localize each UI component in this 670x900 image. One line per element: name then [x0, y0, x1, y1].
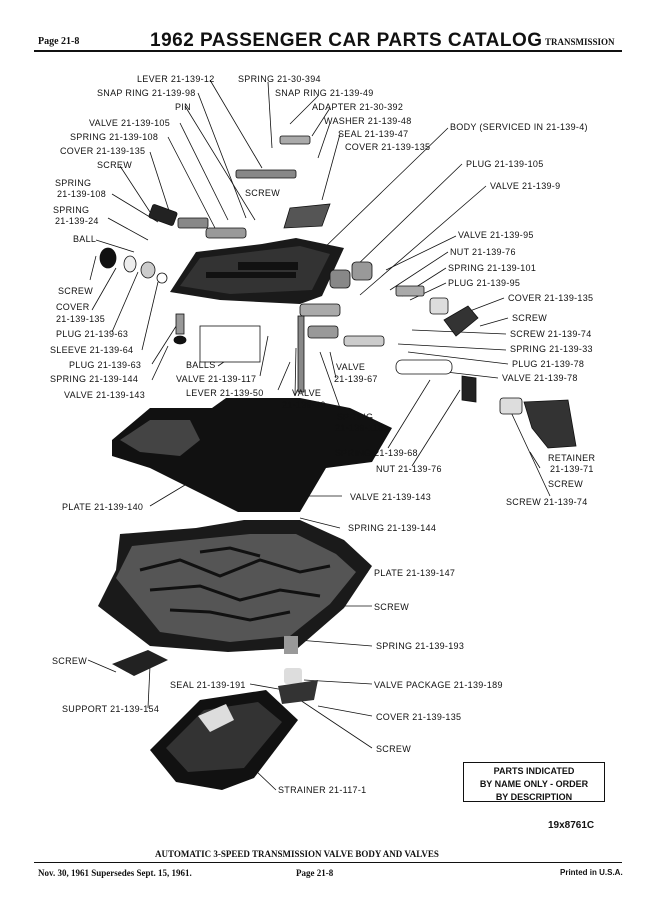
- label-valve-21-139-143-b: VALVE 21-139-143: [350, 492, 431, 502]
- label-valve-30-line2: 21-139-30: [282, 400, 326, 410]
- label-plug-21-139-95: PLUG 21-139-95: [448, 278, 520, 288]
- label-spring-21-139-68: SPRING 21-139-68: [335, 448, 418, 458]
- label-spring-21-139-144-b: SPRING 21-139-144: [348, 523, 436, 533]
- label-plate-21-139-140: PLATE 21-139-140: [62, 502, 143, 512]
- label-plug-21-139-78: PLUG 21-139-78: [512, 359, 584, 369]
- label-adapter-21-30-392: ADAPTER 21-30-392: [312, 102, 403, 112]
- cover-and-strainer: [112, 636, 318, 790]
- label-snap-ring-21-139-49: SNAP RING 21-139-49: [275, 88, 374, 98]
- label-seal-21-139-191: SEAL 21-139-191: [170, 680, 246, 690]
- label-lever-21-139-12: LEVER 21-139-12: [137, 74, 215, 84]
- label-balls: BALLS: [186, 360, 216, 370]
- label-plug-21-139-63-a: PLUG 21-139-63: [56, 329, 128, 339]
- label-ball: BALL: [73, 234, 96, 244]
- label-pin: PIN: [175, 102, 191, 112]
- figure-caption: AUTOMATIC 3-SPEED TRANSMISSION VALVE BOD…: [155, 849, 439, 859]
- label-cover-line1: COVER: [56, 302, 90, 312]
- label-snap-ring-21-139-98: SNAP RING 21-139-98: [97, 88, 196, 98]
- label-lever-21-139-50: LEVER 21-139-50: [186, 388, 264, 398]
- label-spring-21-139-33: SPRING 21-139-33: [510, 344, 593, 354]
- footer-date: Nov. 30, 1961 Supersedes Sept. 15, 1961.: [38, 868, 192, 878]
- label-body-serviced: BODY (SERVICED IN 21-139-4): [450, 122, 588, 132]
- label-screw-e: SCREW: [548, 479, 583, 489]
- lower-valve-body: [98, 520, 372, 652]
- small-parts: [99, 135, 577, 449]
- label-support-21-139-154: SUPPORT 21-139-154: [62, 704, 159, 714]
- label-spring-118-line2: 21-139-118: [335, 423, 383, 433]
- label-strainer-21-117-1: STRAINER 21-117-1: [278, 785, 366, 795]
- note-line-2: BY NAME ONLY - ORDER: [479, 779, 589, 789]
- label-plate-21-139-147: PLATE 21-139-147: [374, 568, 455, 578]
- label-plug-21-139-105: PLUG 21-139-105: [466, 159, 544, 169]
- catalog-title: 1962 PASSENGER CAR PARTS CATALOG: [150, 30, 543, 51]
- note-line-1: PARTS INDICATED: [493, 766, 575, 776]
- label-spring-21-139-193: SPRING 21-139-193: [376, 641, 464, 651]
- label-plug-21-139-63-b: PLUG 21-139-63: [69, 360, 141, 370]
- label-spring-21-139-144-a: SPRING 21-139-144: [50, 374, 138, 384]
- label-valve-package-21-139-189: VALVE PACKAGE 21-139-189: [374, 680, 503, 690]
- label-valve-67-line1: VALVE: [336, 362, 365, 372]
- label-screw-21-139-74-a: SCREW 21-139-74: [510, 329, 592, 339]
- footer-page: Page 21-8: [296, 868, 334, 878]
- label-spring-21-139-101: SPRING 21-139-101: [448, 263, 536, 273]
- leader-lines: [87, 79, 551, 791]
- label-spring-118-line1: SPRING: [337, 412, 373, 422]
- label-cover-21-139-135-a: COVER 21-139-135: [60, 146, 145, 156]
- label-valve-30-line1: VALVE: [292, 388, 321, 398]
- label-cover-21-139-135-b: COVER 21-139-135: [345, 142, 430, 152]
- label-nut-21-139-76-b: NUT 21-139-76: [376, 464, 442, 474]
- label-screw-c: SCREW: [58, 286, 93, 296]
- label-valve-21-139-143-a: VALVE 21-139-143: [64, 390, 145, 400]
- parts-note-box: PARTS INDICATED BY NAME ONLY - ORDER BY …: [463, 762, 605, 802]
- callout-labels: LEVER 21-139-12 SPRING 21-30-394 SNAP RI…: [50, 74, 595, 795]
- separator-plate: [112, 398, 392, 512]
- label-valve-21-139-78: VALVE 21-139-78: [502, 373, 578, 383]
- figure-number: 19x8761C: [548, 820, 595, 831]
- label-spring-108-line1: SPRING: [55, 178, 91, 188]
- label-screw-21-139-74-b: SCREW 21-139-74: [506, 497, 588, 507]
- label-spring-108-line2: 21-139-108: [57, 189, 106, 199]
- label-valve-21-139-9: VALVE 21-139-9: [490, 181, 560, 191]
- label-valve-21-139-105: VALVE 21-139-105: [89, 118, 170, 128]
- label-sleeve-21-139-64: SLEEVE 21-139-64: [50, 345, 133, 355]
- label-spring-21-139-108: SPRING 21-139-108: [70, 132, 158, 142]
- label-spring-24-line2: 21-139-24: [55, 216, 99, 226]
- label-seal-21-139-47: SEAL 21-139-47: [338, 129, 408, 139]
- label-screw-b: SCREW: [245, 188, 280, 198]
- label-screw-g: SCREW: [52, 656, 87, 666]
- page-number: Page 21-8: [38, 36, 80, 47]
- label-cover-21-139-135-d: COVER 21-139-135: [376, 712, 461, 722]
- label-screw-d: SCREW: [512, 313, 547, 323]
- label-nut-21-139-76-a: NUT 21-139-76: [450, 247, 516, 257]
- label-retainer-line2: 21-139-71: [550, 464, 594, 474]
- footer-printed: Printed in U.S.A.: [560, 868, 623, 877]
- label-valve-21-139-117: VALVE 21-139-117: [176, 374, 256, 384]
- footer-rule: [34, 862, 622, 863]
- valve-body-casting: [170, 238, 344, 304]
- label-spring-21-30-394: SPRING 21-30-394: [238, 74, 321, 84]
- section-name: TRANSMISSION: [545, 37, 615, 47]
- label-spring-24-line1: SPRING: [53, 205, 89, 215]
- header-rule: [34, 50, 622, 52]
- label-screw-h: SCREW: [376, 744, 411, 754]
- label-washer-21-139-48: WASHER 21-139-48: [324, 116, 412, 126]
- label-screw-a: SCREW: [97, 160, 132, 170]
- page-header: Page 21-8 1962 PASSENGER CAR PARTS CATAL…: [0, 0, 670, 60]
- label-retainer-line1: RETAINER: [548, 453, 595, 463]
- label-cover-line2: 21-139-135: [56, 314, 105, 324]
- label-valve-21-139-95: VALVE 21-139-95: [458, 230, 534, 240]
- label-valve-67-line2: 21-139-67: [334, 374, 378, 384]
- note-line-3: BY DESCRIPTION: [495, 792, 573, 802]
- label-screw-f: SCREW: [374, 602, 409, 612]
- label-cover-21-139-135-c: COVER 21-139-135: [508, 293, 593, 303]
